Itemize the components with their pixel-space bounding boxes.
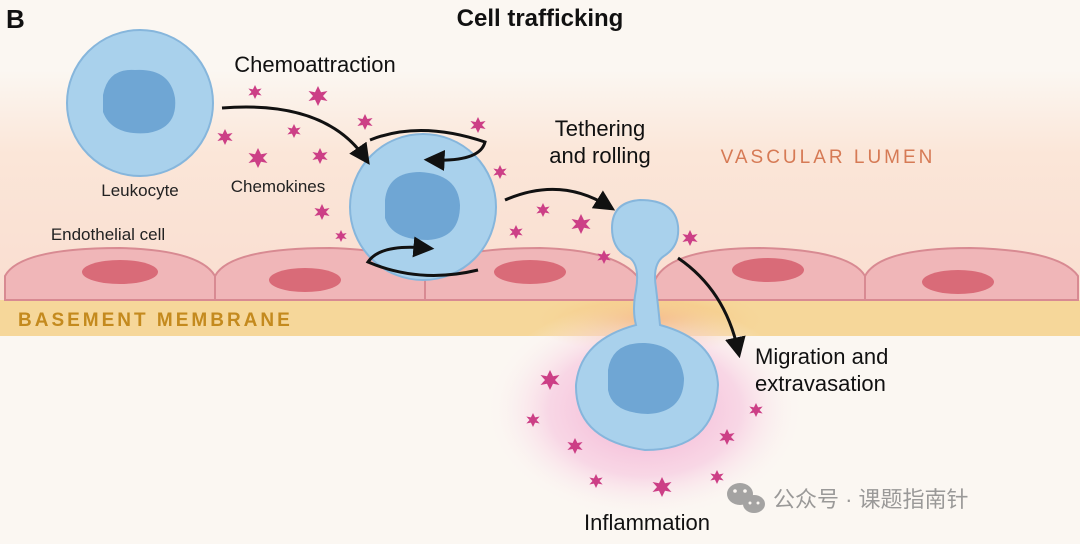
watermark: 公众号 · 课题指南针 bbox=[727, 483, 969, 513]
endothelial-nucleus bbox=[732, 258, 804, 282]
migration-label-line2: extravasation bbox=[755, 371, 886, 396]
rolling-arrow-bottom bbox=[365, 236, 479, 277]
wechat-icon bbox=[727, 483, 765, 513]
panel-label: B bbox=[6, 4, 25, 34]
endothelial-nucleus bbox=[922, 270, 994, 294]
endothelial-cell bbox=[654, 246, 866, 301]
leukocyte-cell bbox=[66, 29, 214, 177]
migration-arrow bbox=[677, 256, 746, 359]
endothelium bbox=[4, 246, 1079, 301]
chemoattraction-arrow bbox=[221, 105, 370, 165]
migration-label-line1: Migration and bbox=[755, 344, 888, 369]
endothelial-cell bbox=[424, 246, 641, 301]
leukocyte-nucleus bbox=[103, 69, 176, 134]
chemoattraction-label: Chemoattraction bbox=[234, 52, 395, 77]
diagram-title: Cell trafficking bbox=[457, 5, 624, 32]
watermark-text: 公众号 · 课题指南针 bbox=[773, 487, 969, 512]
tethering-label-line1: Tethering bbox=[555, 116, 646, 141]
chemokines-label: Chemokines bbox=[231, 177, 326, 196]
endothelial-nucleus bbox=[269, 268, 341, 292]
endothelial-nucleus bbox=[494, 260, 566, 284]
transmigrating-leukocyte-nucleus bbox=[608, 342, 684, 414]
vascular-lumen-label: VASCULAR LUMEN bbox=[721, 147, 936, 168]
tethering-arrow bbox=[504, 187, 616, 211]
basement-membrane-label: BASEMENT MEMBRANE bbox=[18, 310, 293, 331]
endothelial-nucleus bbox=[82, 260, 158, 284]
endothelial-cell bbox=[864, 246, 1079, 301]
inflammation-label: Inflammation bbox=[584, 510, 710, 535]
transmigrating-leukocyte-cell bbox=[574, 198, 720, 452]
rolling-leukocyte-nucleus bbox=[385, 172, 460, 240]
rolling-leukocyte-cell bbox=[349, 133, 497, 281]
rolling-arrow-top bbox=[369, 128, 487, 172]
leukocyte-label: Leukocyte bbox=[101, 181, 179, 200]
endothelial-cell-label: Endothelial cell bbox=[51, 225, 165, 244]
tethering-label-line2: and rolling bbox=[549, 143, 651, 168]
endothelial-cell bbox=[4, 246, 216, 301]
